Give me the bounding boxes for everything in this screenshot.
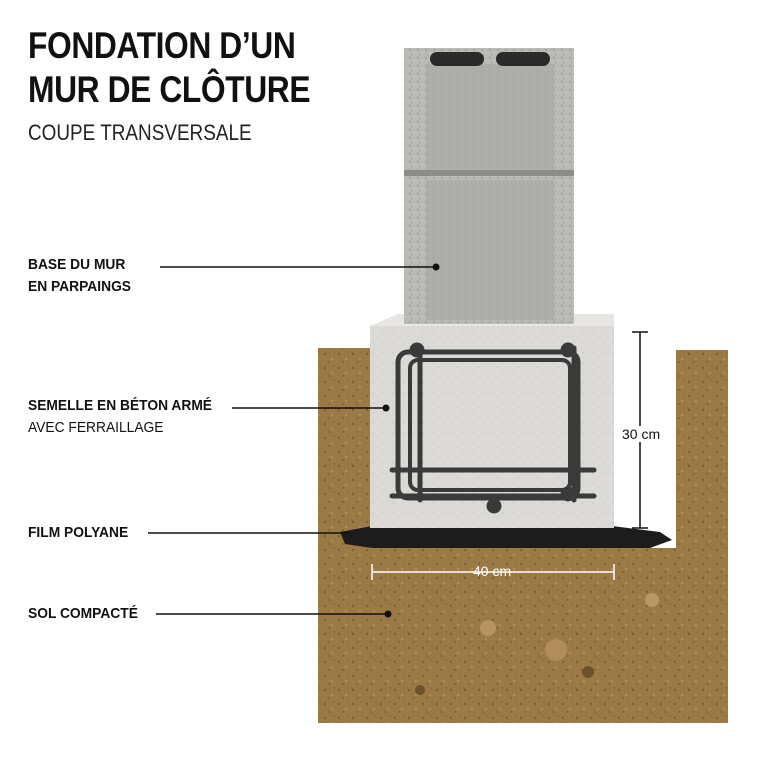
label-footing-line-2: AVEC FERRAILLAGE <box>28 417 212 439</box>
dimension-height-label: 30 cm <box>619 426 663 442</box>
dimension-width-label: 40 cm <box>470 563 514 579</box>
concrete-block-lower <box>404 176 574 324</box>
page-title: FONDATION D’UN MUR DE CLÔTURE <box>28 24 310 112</box>
leader-dot-wall-base <box>433 264 440 271</box>
polyane-film <box>340 526 672 548</box>
label-footing-line-1: SEMELLE EN BÉTON ARMÉ <box>28 395 212 417</box>
label-wall-base-line-1: BASE DU MUR <box>28 254 131 276</box>
label-film-text: FILM POLYANE <box>28 522 128 544</box>
mortar-joint <box>404 170 574 176</box>
leader-dot-footing <box>383 405 390 412</box>
title-line-1: FONDATION D’UN <box>28 24 310 68</box>
label-footing: SEMELLE EN BÉTON ARMÉ AVEC FERRAILLAGE <box>28 395 212 439</box>
label-wall-base: BASE DU MUR EN PARPAINGS <box>28 254 131 298</box>
label-film: FILM POLYANE <box>28 522 128 544</box>
label-soil-text: SOL COMPACTÉ <box>28 603 138 625</box>
label-wall-base-line-2: EN PARPAINGS <box>28 276 131 298</box>
label-soil: SOL COMPACTÉ <box>28 603 138 625</box>
concrete-block-upper <box>404 48 574 170</box>
soil-trench-bottom <box>318 548 728 723</box>
page-subtitle: COUPE TRANSVERSALE <box>28 120 252 146</box>
leader-dot-soil <box>385 611 392 618</box>
title-line-2: MUR DE CLÔTURE <box>28 68 310 112</box>
